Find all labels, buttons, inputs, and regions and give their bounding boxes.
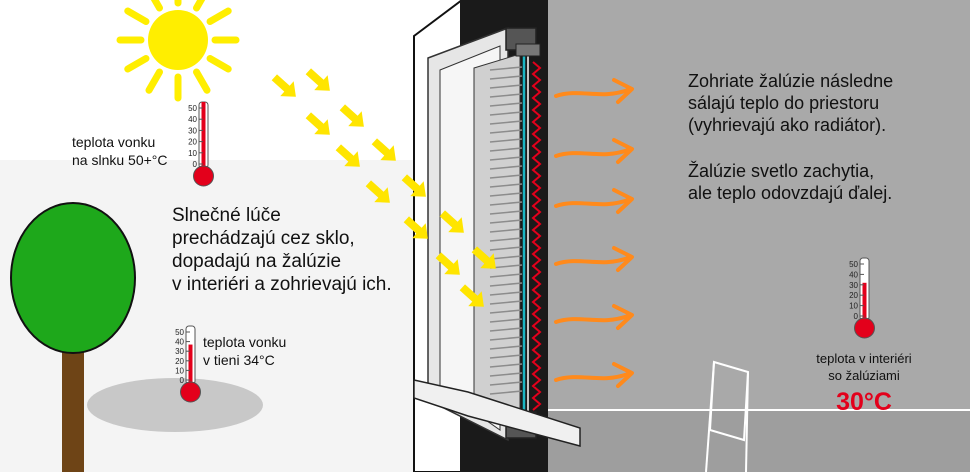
thermometer-tick-label: 50: [188, 104, 197, 113]
sun-ray: [124, 55, 150, 73]
thermometer-bulb: [180, 381, 201, 403]
heat-wave-arrow-icon: [554, 188, 634, 214]
ray-arrow-icon: [305, 68, 330, 91]
interior-floor: [540, 410, 970, 472]
thermometer-outdoor-sun: 50 40 30 20 10 0: [188, 101, 214, 187]
heat-wave-arrow-icon: [554, 362, 634, 388]
thermometer-tick-label: 10: [849, 302, 858, 311]
label-line: so žalúziami: [828, 368, 900, 383]
heat-wave-arrow-icon: [554, 138, 634, 164]
interior-temperature: 30°C: [836, 388, 892, 416]
heat-wave-arrow-icon: [554, 78, 634, 104]
thermometer-tick-label: 50: [175, 328, 184, 337]
thermometer-level: [201, 102, 206, 168]
heat-waves: [554, 78, 634, 388]
text-line: ale teplo odovzdajú ďalej.: [688, 183, 893, 203]
blinds: [489, 66, 523, 395]
label-line: teplota v interiéri: [816, 351, 912, 366]
sun-ray: [193, 0, 206, 12]
thermometer-level: [862, 282, 867, 320]
text-line: sálajú teplo do priestoru: [688, 93, 880, 113]
text-line: prechádzajú cez sklo,: [172, 228, 355, 249]
label-outdoor-sun: teplota vonku na slnku 50+°C: [72, 133, 168, 169]
ray-arrow-icon: [371, 138, 396, 161]
text-line: (vyhrievajú ako radiátor).: [688, 115, 887, 135]
tree-trunk: [62, 330, 84, 472]
thermometer-tick-label: 30: [849, 281, 858, 290]
thermometer-tick-label: 10: [175, 366, 184, 375]
chair-icon: [705, 360, 750, 472]
sun-ray: [150, 0, 163, 12]
tree-icon: [10, 202, 263, 472]
thermometer-tick-label: 20: [849, 291, 858, 300]
thermometer-tick-label: 0: [854, 312, 859, 321]
label-line: teplota vonku: [72, 134, 156, 150]
ray-arrow-icon: [365, 180, 390, 203]
text-blinds-light: Žalúzie svetlo zachytia, ale teplo odovz…: [688, 160, 892, 204]
window-icon: [413, 0, 581, 472]
text-sun-rays: Slnečné lúče prechádzajú cez sklo, dopad…: [172, 204, 392, 296]
ray-arrow-icon: [439, 210, 464, 233]
label-line: teplota vonku: [203, 334, 287, 350]
text-line: Žalúzie svetlo zachytia,: [688, 161, 875, 181]
thermometer-tick-label: 40: [175, 338, 184, 347]
label-outdoor-shade: teplota vonku v tieni 34°C: [203, 333, 286, 369]
sun-ray: [206, 55, 232, 73]
ray-arrow-icon: [401, 174, 426, 197]
label-interior: teplota v interiéri so žalúziami: [793, 350, 935, 384]
thermometer-tick-label: 10: [188, 149, 197, 158]
thermometer-tick-label: 0: [193, 160, 198, 169]
sun-ray: [193, 68, 211, 94]
thermometer-tick-label: 0: [180, 376, 185, 385]
thermometer-bulb: [193, 165, 214, 187]
sun-icon: [116, 0, 240, 102]
tree-crown: [10, 202, 136, 354]
sun-ray: [206, 7, 232, 25]
interior-back-wall: [540, 0, 970, 472]
thermometer-tick-label: 50: [849, 260, 858, 269]
thermometer-tick-label: 40: [849, 270, 858, 279]
thermometer-tick-label: 30: [188, 126, 197, 135]
text-heated-blinds: Zohriate žalúzie následne sálajú teplo d…: [688, 70, 893, 136]
sun-ray: [145, 68, 163, 94]
sun-ray: [124, 7, 150, 25]
text-line: Slnečné lúče: [172, 205, 281, 226]
ray-arrow-icon: [271, 74, 296, 97]
window-sill: [413, 379, 581, 447]
ray-arrow-icon: [459, 284, 484, 307]
text-line: v interiéri a zohrievajú ich.: [172, 274, 392, 295]
thermometer-tick-label: 40: [188, 115, 197, 124]
label-line: na slnku 50+°C: [72, 152, 168, 168]
label-line: v tieni 34°C: [203, 352, 275, 368]
thermometer-tick-label: 30: [175, 347, 184, 356]
ray-arrow-icon: [335, 144, 360, 167]
heated-blind-edge: [531, 61, 542, 411]
thermometer-tick-label: 20: [188, 138, 197, 147]
ray-arrow-icon: [305, 112, 330, 135]
sun-disc: [148, 10, 208, 70]
text-line: dopadajú na žalúzie: [172, 251, 342, 272]
thermometer-bulb: [854, 317, 875, 339]
heat-wave-arrow-icon: [554, 246, 634, 272]
ray-arrow-icon: [403, 216, 428, 239]
thermometer-level: [188, 344, 193, 384]
interior-room: [540, 0, 970, 472]
thermometer-tick-label: 20: [175, 357, 184, 366]
sun-rays: [271, 68, 496, 307]
text-line: Zohriate žalúzie následne: [688, 71, 894, 91]
ray-arrow-icon: [471, 246, 496, 269]
tree-shadow: [87, 378, 263, 432]
heat-wave-arrow-icon: [554, 304, 634, 330]
ray-arrow-icon: [435, 252, 460, 275]
ray-arrow-icon: [339, 104, 364, 127]
